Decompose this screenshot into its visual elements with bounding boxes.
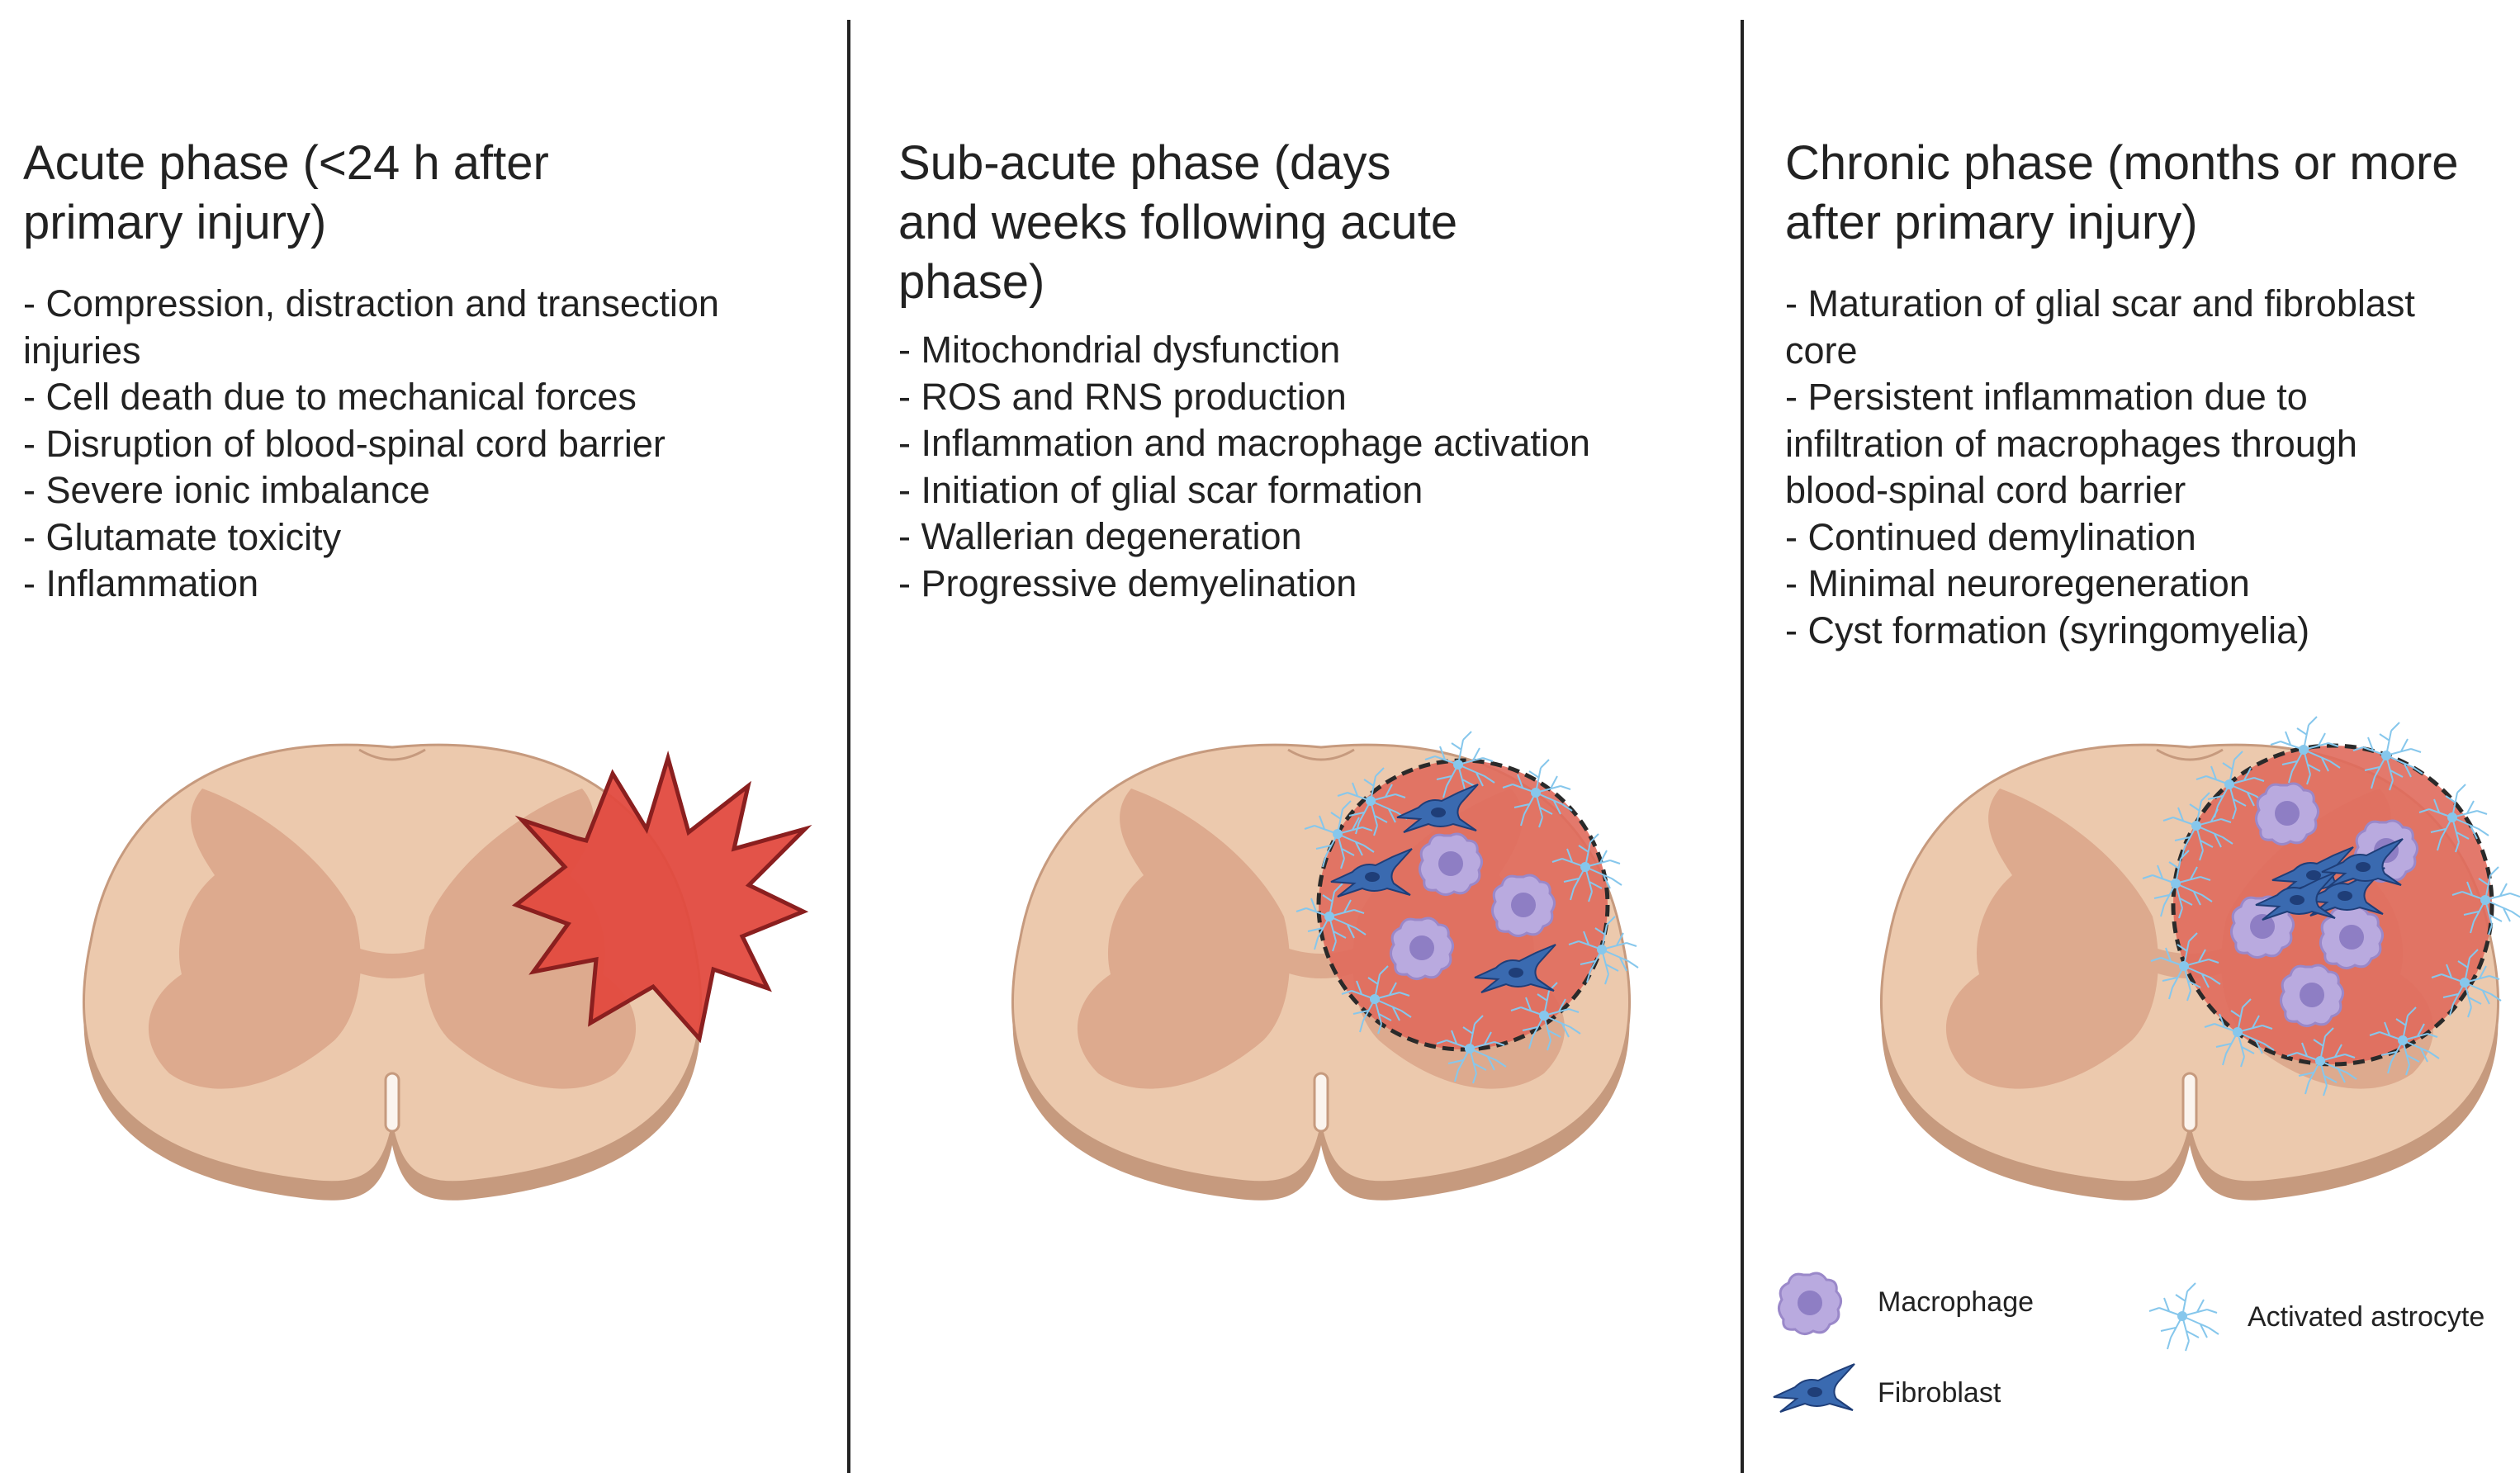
acute-item-1: - Compression, distraction and transecti…: [23, 282, 719, 372]
chronic-phase-list: - Maturation of glial scar and fibroblas…: [1785, 281, 2446, 654]
subacute-item-3: - Inflammation and macrophage activation: [898, 422, 1590, 464]
acute-item-5: - Glutamate toxicity: [23, 515, 342, 558]
astrocyte-icon: [2148, 1282, 2219, 1352]
divider-left: [847, 20, 850, 1473]
legend-fibroblast-label: Fibroblast: [1878, 1377, 2001, 1409]
macrophage-icon: [1777, 1272, 1843, 1336]
legend-astrocyte-label: Activated astrocyte: [2248, 1301, 2485, 1333]
acute-injury-burst: [511, 751, 812, 1044]
chronic-item-2: - Persistent inflammation due to infiltr…: [1785, 376, 2357, 511]
chronic-lesion: [2142, 716, 2520, 1096]
acute-phase-list: - Compression, distraction and transecti…: [23, 281, 816, 608]
subacute-item-5: - Wallerian degeneration: [898, 515, 1302, 557]
chronic-item-4: - Minimal neuroregeneration: [1785, 562, 2250, 604]
subacute-lesion: [1296, 731, 1639, 1084]
acute-item-3: - Disruption of blood-spinal cord barrie…: [23, 422, 666, 465]
chronic-item-3: - Continued demylination: [1785, 515, 2196, 558]
acute-item-4: - Severe ionic imbalance: [23, 469, 430, 511]
subacute-item-4: - Initiation of glial scar formation: [898, 468, 1423, 511]
chronic-item-1: - Maturation of glial scar and fibroblas…: [1785, 282, 2415, 372]
acute-phase-title: Acute phase (<24 h after primary injury): [23, 136, 549, 249]
chronic-phase-panel: Chronic phase (months or more after prim…: [1744, 0, 2520, 1473]
acute-phase-panel: Acute phase (<24 h after primary injury)…: [0, 0, 846, 1473]
chronic-item-5: - Cyst formation (syringomyelia): [1785, 609, 2310, 651]
subacute-item-1: - Mitochondrial dysfunction: [898, 329, 1341, 371]
subacute-phase-list: - Mitochondrial dysfunction - ROS and RN…: [898, 327, 1732, 607]
acute-item-6: - Inflammation: [23, 562, 259, 604]
fibroblast-icon: [1773, 1363, 1855, 1413]
acute-item-2: - Cell death due to mechanical forces: [23, 376, 637, 418]
chronic-phase-title: Chronic phase (months or more after prim…: [1785, 136, 2459, 249]
legend-macrophage-label: Macrophage: [1878, 1286, 2034, 1318]
subacute-item-6: - Progressive demyelination: [898, 561, 1357, 604]
subacute-item-2: - ROS and RNS production: [898, 375, 1347, 418]
subacute-phase-title: Sub-acute phase (days and weeks followin…: [898, 136, 1458, 309]
subacute-phase-panel: Sub-acute phase (days and weeks followin…: [850, 0, 1739, 1473]
divider-right: [1741, 20, 1744, 1473]
